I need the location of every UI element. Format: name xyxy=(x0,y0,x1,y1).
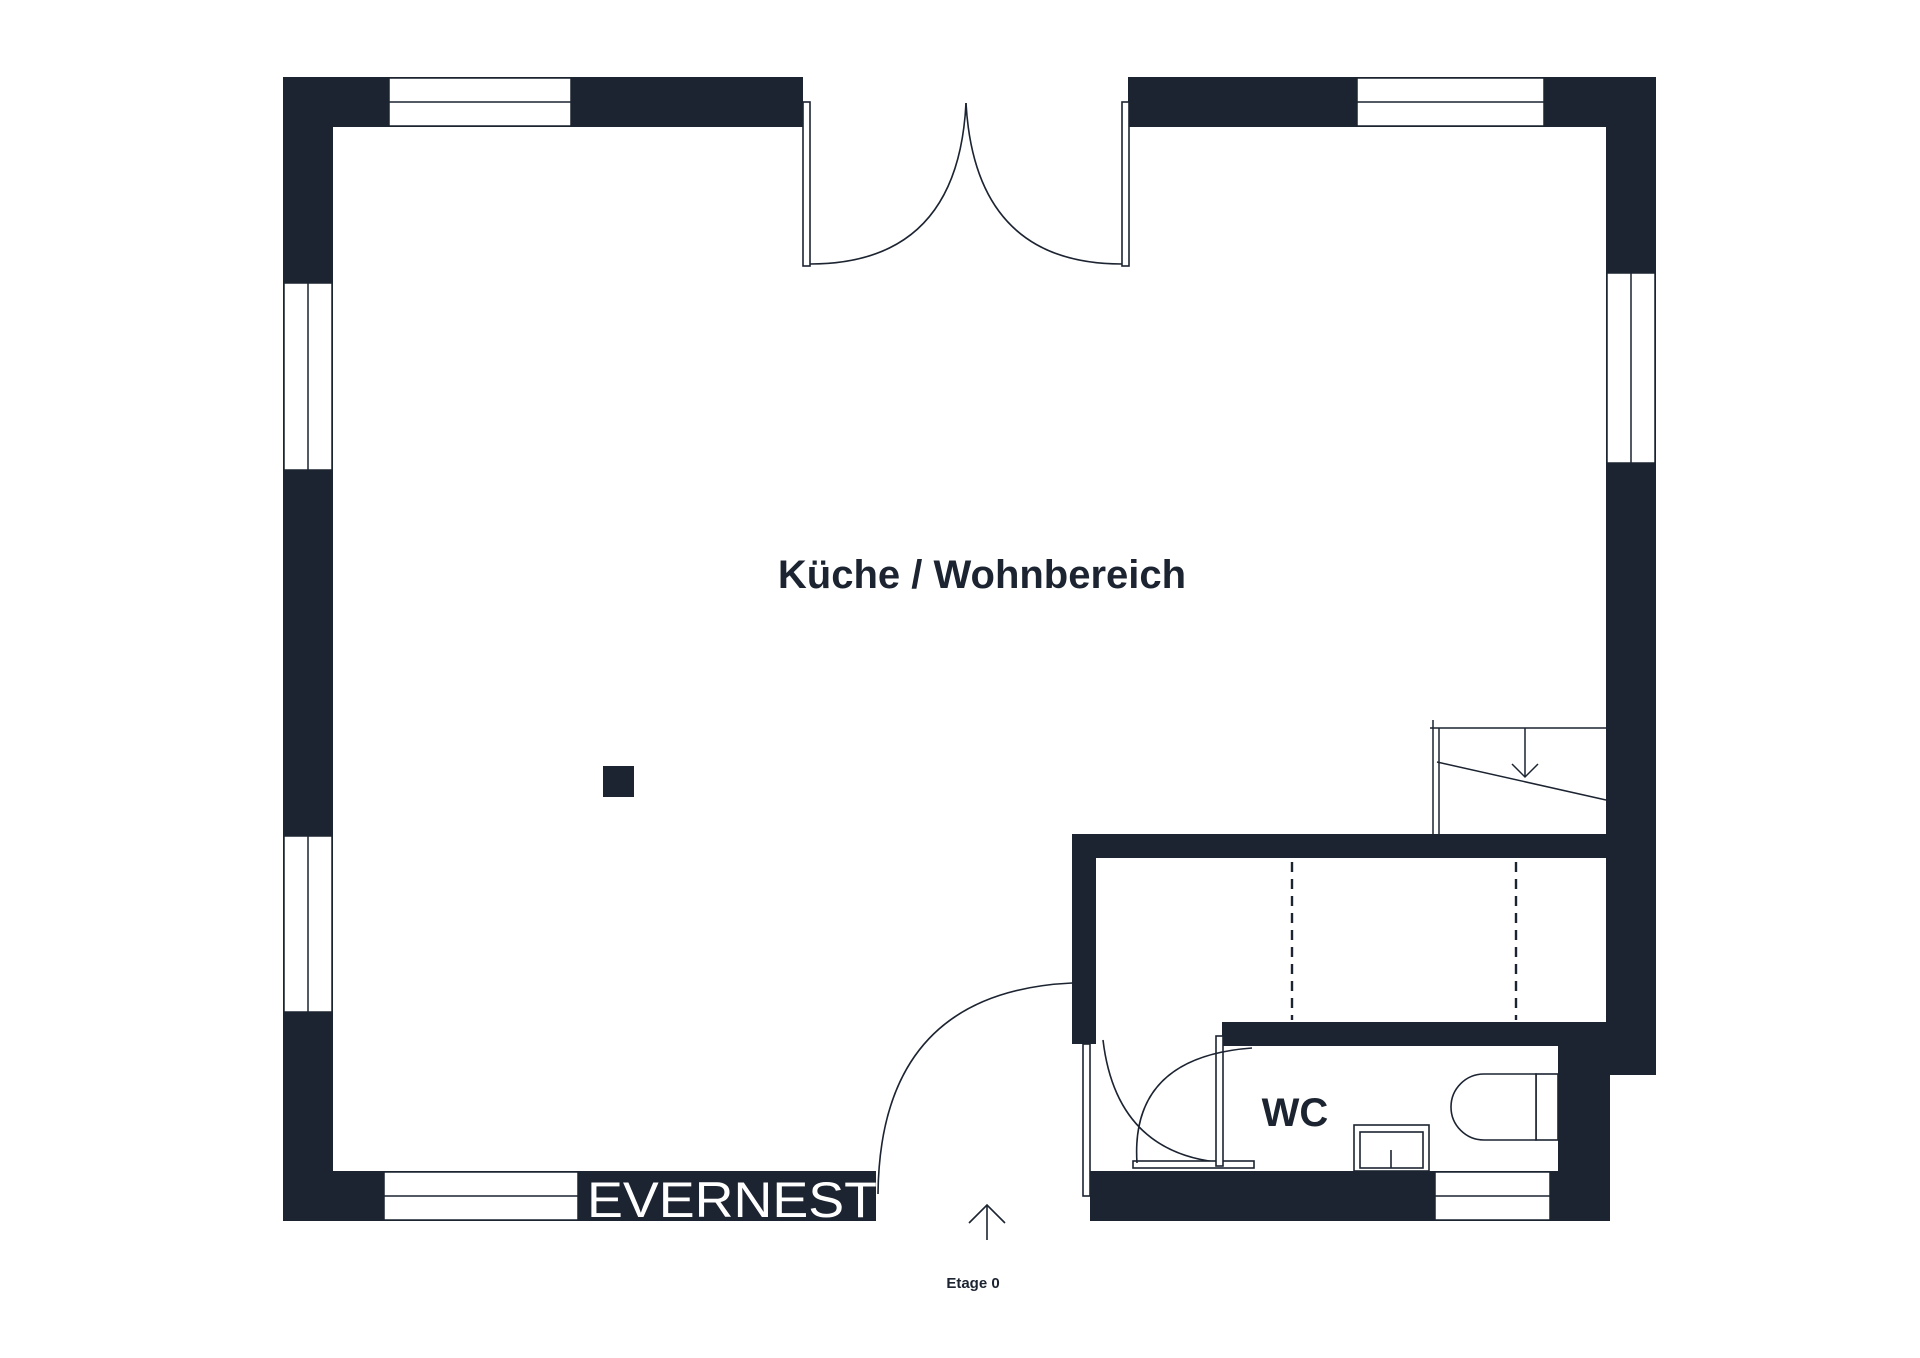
wall-wc-top-mid xyxy=(1222,1022,1252,1046)
window-top-left xyxy=(388,77,572,127)
corridor-door xyxy=(1082,1039,1217,1197)
wall-bottom-main xyxy=(283,1171,876,1221)
window-left-lower xyxy=(283,835,333,1013)
room-label-main: Küche / Wohnbereich xyxy=(778,553,1186,597)
window-bottom-left xyxy=(383,1171,579,1221)
wall-storage-bottom xyxy=(1222,1022,1608,1046)
storage-dividers xyxy=(1290,862,1518,1020)
window-top-right xyxy=(1356,77,1545,127)
wall-storage-top xyxy=(1072,834,1608,858)
sink-icon xyxy=(1353,1124,1430,1172)
stairs xyxy=(1430,720,1607,834)
stair-arrow-icon xyxy=(1511,763,1539,779)
entry-door xyxy=(877,982,1073,1195)
room-label-wc: WC xyxy=(1262,1091,1329,1135)
walls xyxy=(283,77,1656,1221)
windows xyxy=(283,77,1656,1221)
north-arrow-icon xyxy=(968,1203,1006,1240)
doors xyxy=(802,101,1255,1197)
wc-fixtures xyxy=(1353,1073,1559,1172)
floor-label: Etage 0 xyxy=(946,1275,999,1292)
wall-left xyxy=(283,77,333,1221)
window-left-upper xyxy=(283,282,333,471)
wc-door xyxy=(1132,1035,1255,1169)
window-bottom-wc xyxy=(1434,1171,1551,1221)
toilet-icon xyxy=(1450,1073,1559,1141)
window-right xyxy=(1606,272,1656,464)
wall-storage-left xyxy=(1072,834,1096,1044)
wall-right-upper xyxy=(1606,77,1656,1075)
column xyxy=(603,766,634,797)
terrace-double-door xyxy=(802,101,1130,267)
brand-logo: EVERNEST xyxy=(587,1172,877,1228)
